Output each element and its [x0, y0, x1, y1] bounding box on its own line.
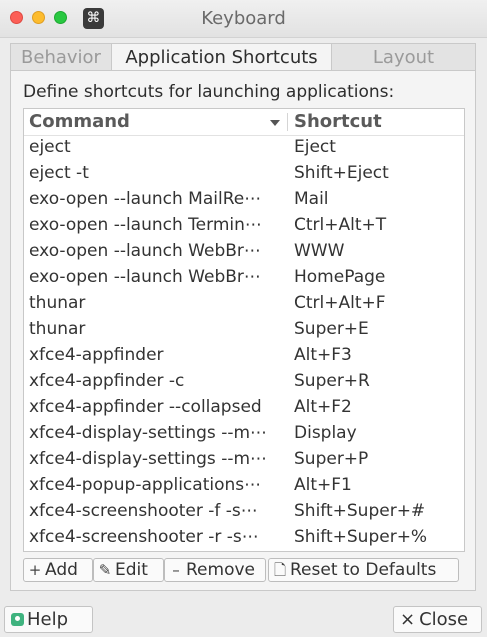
- table-row[interactable]: thunar Ctrl+Alt+F: [24, 291, 464, 317]
- shortcut-cell: Eject: [294, 137, 336, 157]
- close-window-button[interactable]: [10, 11, 23, 24]
- command-cell: xfce4-display-settings --m⋯: [29, 449, 268, 469]
- shortcuts-list[interactable]: Command Shortcut eject Eject eject -t Shif…: [23, 108, 465, 552]
- shortcut-column-header[interactable]: Shortcut: [294, 111, 382, 132]
- tab-behavior[interactable]: Behavior: [10, 43, 112, 71]
- add-label: Add: [45, 560, 78, 580]
- reset-label: Reset to Defaults: [290, 560, 437, 580]
- table-row[interactable]: exo-open --launch WebBr⋯ HomePage: [24, 265, 464, 291]
- maximize-window-button[interactable]: [54, 11, 67, 24]
- table-row[interactable]: xfce4-screenshooter -r -s⋯ Shift+Super+%: [24, 525, 464, 551]
- reset-to-defaults-button[interactable]: 🗋Reset to Defaults: [268, 558, 459, 582]
- close-button[interactable]: ×Close: [393, 606, 482, 633]
- command-cell: exo-open --launch MailRe⋯: [29, 189, 262, 209]
- table-row[interactable]: exo-open --launch Termin⋯ Ctrl+Alt+T: [24, 213, 464, 239]
- shortcut-cell: Shift+Eject: [294, 163, 389, 183]
- table-row[interactable]: xfce4-appfinder Alt+F3: [24, 343, 464, 369]
- help-button[interactable]: Help: [4, 606, 93, 633]
- minus-icon: –: [172, 561, 180, 579]
- tab-bar: Behavior Application Shortcuts Layout: [10, 43, 476, 71]
- tab-application-shortcuts[interactable]: Application Shortcuts: [111, 43, 332, 71]
- close-icon: ×: [400, 609, 416, 630]
- command-cell: xfce4-popup-applications⋯: [29, 475, 262, 495]
- command-cell: xfce4-appfinder: [29, 345, 164, 365]
- command-cell: exo-open --launch Termin⋯: [29, 215, 262, 235]
- shortcut-cell: Ctrl+Alt+F: [294, 293, 386, 313]
- table-row[interactable]: thunar Super+E: [24, 317, 464, 343]
- shortcut-cell: Super+R: [294, 371, 370, 391]
- command-cell: thunar: [29, 293, 86, 313]
- command-cell: exo-open --launch WebBr⋯: [29, 267, 261, 287]
- command-cell: eject: [29, 137, 71, 157]
- table-row[interactable]: xfce4-popup-applications⋯ Alt+F1: [24, 473, 464, 499]
- column-divider[interactable]: [287, 113, 288, 131]
- table-row[interactable]: xfce4-display-settings --m⋯ Super+P: [24, 447, 464, 473]
- shortcut-cell: Alt+F3: [294, 345, 352, 365]
- edit-button[interactable]: ✎Edit: [93, 558, 164, 582]
- edit-label: Edit: [115, 560, 148, 580]
- command-key-icon: ⌘: [83, 8, 104, 29]
- command-cell: xfce4-appfinder -c: [29, 371, 185, 391]
- command-cell: thunar: [29, 319, 86, 339]
- window-title: Keyboard: [201, 8, 286, 29]
- shortcut-cell: Alt+F2: [294, 397, 352, 417]
- command-cell: xfce4-screenshooter -f -s⋯: [29, 501, 258, 521]
- sort-descending-icon[interactable]: [270, 120, 280, 126]
- application-shortcuts-panel: Define shortcuts for launching applicati…: [10, 70, 476, 591]
- remove-label: Remove: [186, 560, 255, 580]
- instruction-text: Define shortcuts for launching applicati…: [23, 82, 395, 102]
- table-row[interactable]: eject -t Shift+Eject: [24, 161, 464, 187]
- add-button[interactable]: +Add: [23, 558, 93, 582]
- table-row[interactable]: xfce4-display-settings --m⋯ Display: [24, 421, 464, 447]
- shortcut-cell: Display: [294, 423, 357, 443]
- list-header: Command Shortcut: [24, 109, 464, 136]
- command-cell: xfce4-appfinder --collapsed: [29, 397, 262, 417]
- command-column-header[interactable]: Command: [29, 111, 130, 132]
- shortcut-cell: WWW: [294, 241, 345, 261]
- title-bar: ⌘ Keyboard: [0, 0, 487, 38]
- close-label: Close: [419, 609, 469, 630]
- table-row[interactable]: xfce4-screenshooter -f -s⋯ Shift+Super+#: [24, 499, 464, 525]
- command-cell: xfce4-screenshooter -r -s⋯: [29, 527, 259, 547]
- minimize-window-button[interactable]: [32, 11, 45, 24]
- document-reset-icon: 🗋: [273, 561, 287, 579]
- shortcut-cell: Super+E: [294, 319, 369, 339]
- help-icon: [11, 613, 24, 626]
- tab-layout[interactable]: Layout: [331, 43, 476, 71]
- shortcut-cell: Super+P: [294, 449, 369, 469]
- remove-button[interactable]: –Remove: [164, 558, 266, 582]
- shortcut-cell: HomePage: [294, 267, 386, 287]
- command-cell: xfce4-display-settings --m⋯: [29, 423, 268, 443]
- pencil-icon: ✎: [98, 561, 112, 579]
- shortcut-cell: Shift+Super+#: [294, 501, 426, 521]
- table-row[interactable]: xfce4-appfinder -c Super+R: [24, 369, 464, 395]
- command-cell: eject -t: [29, 163, 89, 183]
- shortcut-cell: Shift+Super+%: [294, 527, 428, 547]
- plus-icon: +: [28, 561, 42, 579]
- table-row[interactable]: exo-open --launch WebBr⋯ WWW: [24, 239, 464, 265]
- shortcut-rows: eject Eject eject -t Shift+Eject exo-open …: [24, 135, 464, 551]
- table-row[interactable]: xfce4-appfinder --collapsed Alt+F2: [24, 395, 464, 421]
- command-cell: exo-open --launch WebBr⋯: [29, 241, 261, 261]
- table-row[interactable]: eject Eject: [24, 135, 464, 161]
- shortcut-cell: Alt+F1: [294, 475, 352, 495]
- help-label: Help: [27, 609, 69, 630]
- shortcut-cell: Mail: [294, 189, 329, 209]
- table-row[interactable]: exo-open --launch MailRe⋯ Mail: [24, 187, 464, 213]
- shortcut-cell: Ctrl+Alt+T: [294, 215, 387, 235]
